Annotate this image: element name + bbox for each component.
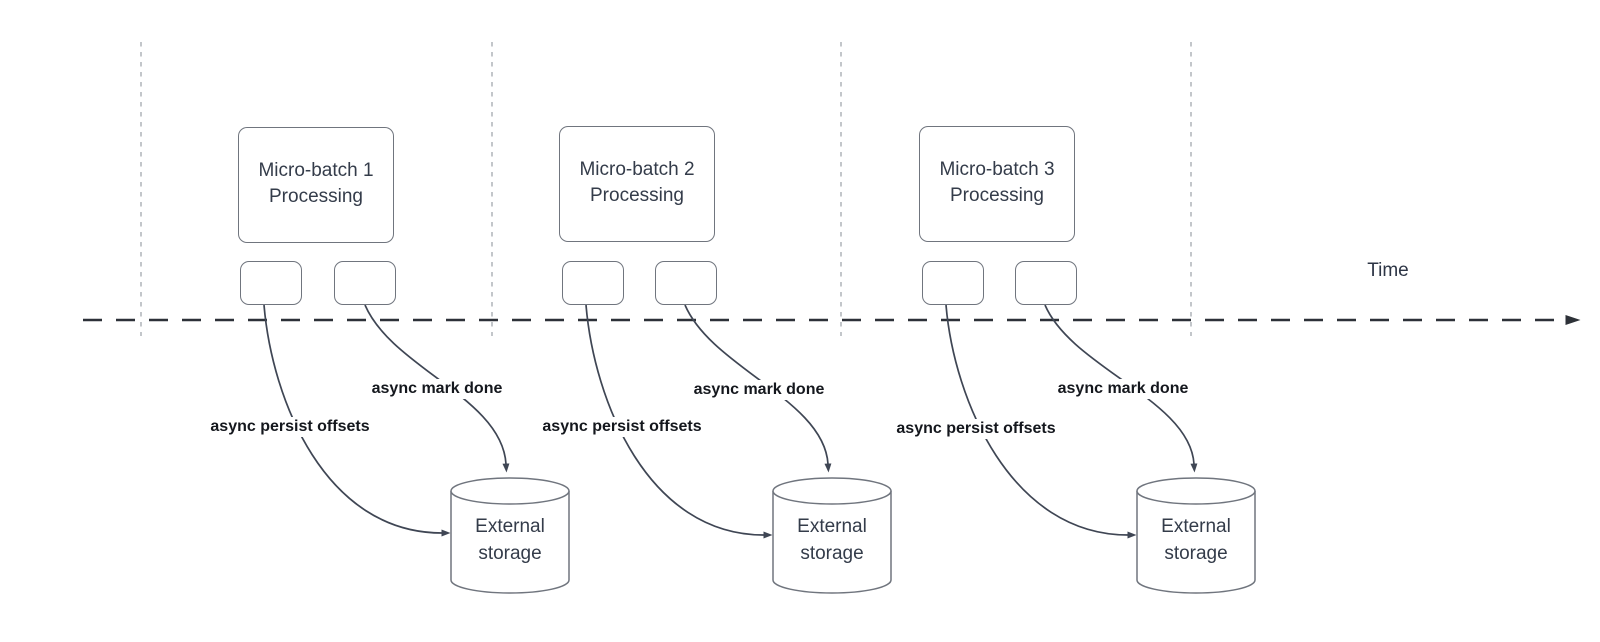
micro-batch-1-title: Micro-batch 1 (258, 160, 374, 181)
external-storage-label-2-line2: storage (800, 543, 864, 564)
persist-offsets-arrow-2 (585, 304, 773, 539)
external-storage-label-1-line2: storage (478, 543, 542, 564)
persist-offsets-label-2: async persist offsets (538, 417, 706, 437)
offset-box-2b (655, 261, 717, 305)
external-storage-label-2: External storage (773, 513, 891, 567)
micro-batch-1-subtitle: Processing (269, 186, 363, 207)
offset-box-2a (562, 261, 624, 305)
mark-done-label-3: async mark done (1053, 379, 1193, 399)
micro-batch-3-box: Micro-batch 3 Processing (919, 126, 1075, 242)
persist-offsets-arrow-1 (263, 304, 451, 537)
storage-cylinder-icon-1 (450, 477, 570, 594)
external-storage-label-1: External storage (451, 513, 569, 567)
external-storage-label-2-line1: External (797, 516, 867, 537)
persist-offsets-arrow-3 (945, 304, 1137, 539)
micro-batch-2-box: Micro-batch 2 Processing (559, 126, 715, 242)
time-axis-label: Time (1367, 260, 1409, 281)
micro-batch-3-title: Micro-batch 3 (939, 159, 1055, 180)
micro-batch-2-title: Micro-batch 2 (579, 159, 695, 180)
micro-batch-3-subtitle: Processing (950, 185, 1044, 206)
storage-cylinder-icon-3 (1136, 477, 1256, 594)
mark-done-label-2: async mark done (689, 380, 829, 400)
storage-cylinder-icon-2 (772, 477, 892, 594)
mark-done-label-1: async mark done (367, 379, 507, 399)
offset-box-3b (1015, 261, 1077, 305)
external-storage-label-3-line1: External (1161, 516, 1231, 537)
external-storage-label-3: External storage (1137, 513, 1255, 567)
persist-offsets-label-3: async persist offsets (892, 419, 1060, 439)
micro-batch-2-subtitle: Processing (590, 185, 684, 206)
offset-box-1a (240, 261, 302, 305)
micro-batch-1-box: Micro-batch 1 Processing (238, 127, 394, 243)
external-storage-label-1-line1: External (475, 516, 545, 537)
external-storage-label-3-line2: storage (1164, 543, 1228, 564)
offset-box-1b (334, 261, 396, 305)
offset-box-3a (922, 261, 984, 305)
persist-offsets-label-1: async persist offsets (206, 417, 374, 437)
